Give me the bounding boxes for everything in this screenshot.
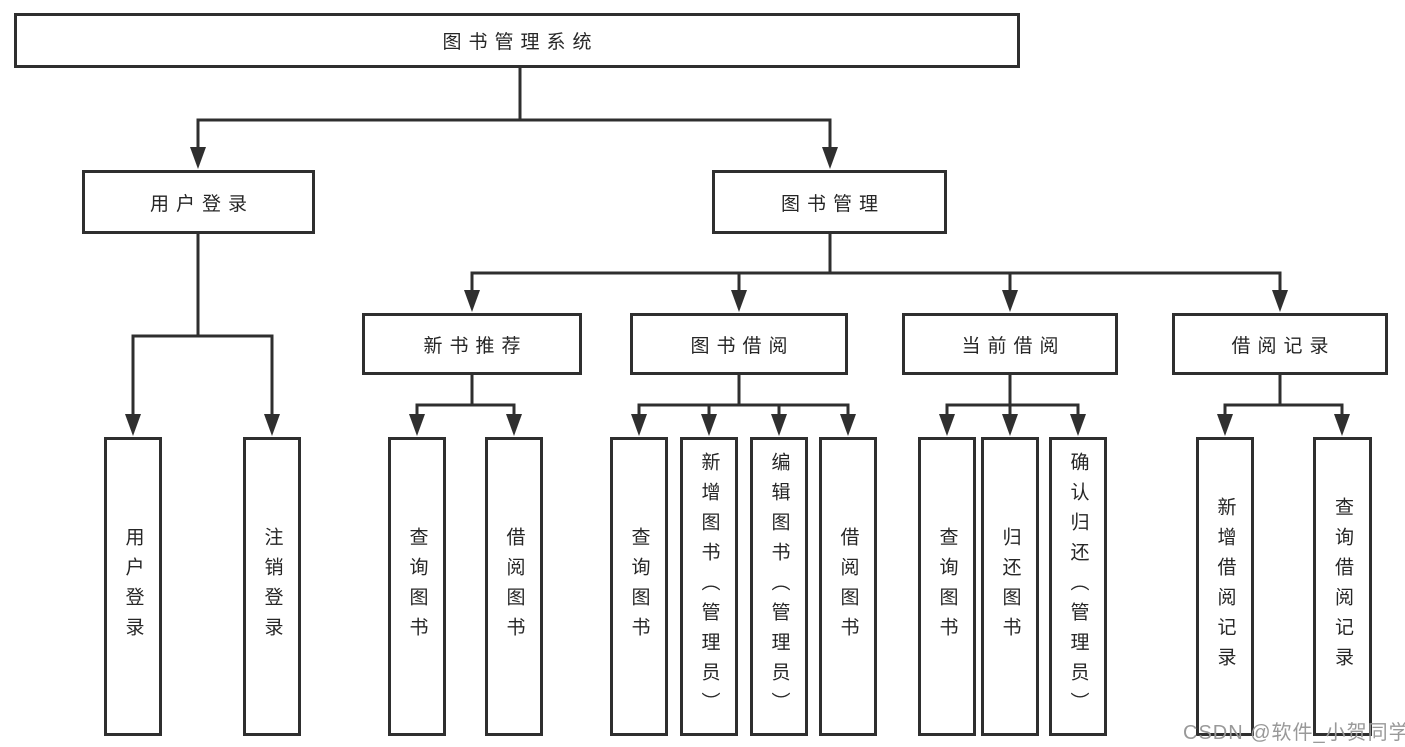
leaf-current-confirm-return-label: 确认归还（管理员） (1067, 451, 1089, 722)
node-user-login: 用户登录 (82, 170, 315, 234)
leaf-user-login: 用户登录 (104, 437, 162, 736)
leaf-borrow-query-books-label: 查询图书 (628, 526, 650, 647)
node-new-book-recommend-label: 新书推荐 (423, 335, 528, 357)
node-current-borrow: 当前借阅 (902, 313, 1118, 375)
leaf-newbook-query-books: 查询图书 (388, 437, 446, 736)
leaf-current-return-books-label: 归还图书 (999, 526, 1021, 647)
node-borrow-records-label: 借阅记录 (1231, 335, 1336, 357)
node-root-label: 图书管理系统 (442, 32, 599, 53)
leaf-user-login-label: 用户登录 (122, 526, 144, 647)
leaf-borrow-query-books: 查询图书 (610, 437, 668, 736)
leaf-logout-label: 注销登录 (261, 526, 283, 647)
node-book-management-label: 图书管理 (780, 193, 885, 215)
node-root: 图书管理系统 (14, 13, 1020, 68)
leaf-current-query-books-label: 查询图书 (936, 526, 958, 647)
leaf-borrow-add-books: 新增图书（管理员） (680, 437, 738, 736)
leaf-newbook-borrow-books: 借阅图书 (485, 437, 543, 736)
leaf-borrow-add-books-label: 新增图书（管理员） (698, 451, 720, 722)
leaf-borrow-borrow-books-label: 借阅图书 (837, 526, 859, 647)
node-book-borrow-label: 图书借阅 (690, 335, 795, 357)
node-new-book-recommend: 新书推荐 (362, 313, 582, 375)
leaf-current-return-books: 归还图书 (981, 437, 1039, 736)
watermark: CSDN @软件_小贺同学 (1183, 722, 1405, 744)
leaf-records-add-record: 新增借阅记录 (1196, 437, 1254, 736)
node-user-login-label: 用户登录 (149, 193, 254, 215)
leaf-records-query-record-label: 查询借阅记录 (1332, 496, 1353, 677)
leaf-borrow-edit-books-label: 编辑图书（管理员） (768, 451, 790, 722)
leaf-borrow-edit-books: 编辑图书（管理员） (750, 437, 808, 736)
leaf-borrow-borrow-books: 借阅图书 (819, 437, 877, 736)
node-borrow-records: 借阅记录 (1172, 313, 1388, 375)
node-current-borrow-label: 当前借阅 (961, 335, 1066, 357)
leaf-records-query-record: 查询借阅记录 (1313, 437, 1372, 736)
arrowheads (125, 147, 1350, 436)
leaf-current-query-books: 查询图书 (918, 437, 976, 736)
leaf-logout: 注销登录 (243, 437, 301, 736)
leaf-newbook-borrow-books-label: 借阅图书 (503, 526, 525, 647)
leaf-newbook-query-books-label: 查询图书 (406, 526, 428, 647)
node-book-borrow: 图书借阅 (630, 313, 848, 375)
leaf-records-add-record-label: 新增借阅记录 (1214, 496, 1236, 677)
leaf-current-confirm-return: 确认归还（管理员） (1049, 437, 1107, 736)
node-book-management: 图书管理 (712, 170, 947, 234)
